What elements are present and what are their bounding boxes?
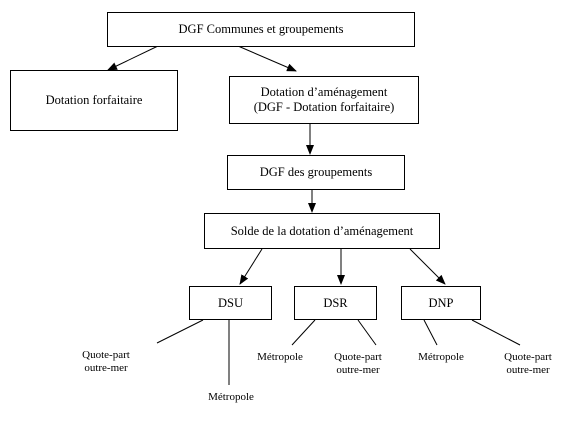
node-dotation-amenagement: Dotation d’aménagement (DGF - Dotation f… bbox=[229, 76, 419, 124]
leaf-dsr-outremer-line1: Quote-part bbox=[334, 351, 382, 363]
node-dnp: DNP bbox=[401, 286, 481, 320]
line-dsr-to-metropole bbox=[291, 319, 316, 346]
leaf-dnp-quote-part-outre-mer: Quote-part outre-mer bbox=[492, 351, 564, 377]
arrow-root-to-amenagement bbox=[237, 45, 297, 72]
leaf-dsu-quote-part-outre-mer: Quote-part outre-mer bbox=[70, 349, 142, 375]
node-dsr-label: DSR bbox=[323, 295, 348, 310]
node-solde-amenagement: Solde de la dotation d’aménagement bbox=[204, 213, 440, 249]
leaf-dsr-quote-part-outre-mer: Quote-part outre-mer bbox=[322, 351, 394, 377]
leaf-dsr-metropole: Métropole bbox=[244, 351, 316, 364]
node-dotation-amenagement-line2: (DGF - Dotation forfaitaire) bbox=[253, 100, 395, 114]
node-dsu: DSU bbox=[189, 286, 272, 320]
node-dotation-amenagement-line1: Dotation d’aménagement bbox=[260, 85, 388, 99]
node-root: DGF Communes et groupements bbox=[107, 12, 415, 47]
leaf-dnp-metropole: Métropole bbox=[405, 351, 477, 364]
leaf-dnp-outremer-line2: outre-mer bbox=[506, 364, 550, 376]
node-solde-amenagement-label: Solde de la dotation d’aménagement bbox=[230, 223, 414, 238]
arrow-solde-to-dsu bbox=[239, 248, 263, 285]
node-dnp-label: DNP bbox=[428, 295, 454, 310]
leaf-dsu-outremer-line2: outre-mer bbox=[84, 362, 128, 374]
leaf-dsu-outremer-line1: Quote-part bbox=[82, 349, 130, 361]
leaf-dsu-metropole: Métropole bbox=[195, 391, 267, 404]
leaf-dsu-metropole-label: Métropole bbox=[208, 391, 254, 403]
line-dnp-to-metropole bbox=[423, 319, 438, 346]
line-dnp-to-outremer bbox=[471, 319, 521, 346]
node-dotation-forfaitaire-label: Dotation forfaitaire bbox=[45, 93, 143, 107]
node-dgf-groupements-label: DGF des groupements bbox=[259, 165, 373, 179]
leaf-dsr-metropole-label: Métropole bbox=[257, 351, 303, 363]
node-root-label: DGF Communes et groupements bbox=[178, 22, 344, 36]
leaf-dnp-outremer-line1: Quote-part bbox=[504, 351, 552, 363]
arrow-solde-to-dnp bbox=[409, 248, 446, 285]
node-dsr: DSR bbox=[294, 286, 377, 320]
line-dsr-to-outremer bbox=[357, 319, 377, 346]
leaf-dnp-metropole-label: Métropole bbox=[418, 351, 464, 363]
leaf-dsr-outremer-line2: outre-mer bbox=[336, 364, 380, 376]
node-dsu-label: DSU bbox=[217, 295, 243, 310]
line-dsu-to-outremer bbox=[156, 319, 204, 344]
arrow-root-to-forfaitaire bbox=[107, 45, 159, 71]
node-dgf-groupements: DGF des groupements bbox=[227, 155, 405, 190]
node-dotation-forfaitaire: Dotation forfaitaire bbox=[10, 70, 178, 131]
